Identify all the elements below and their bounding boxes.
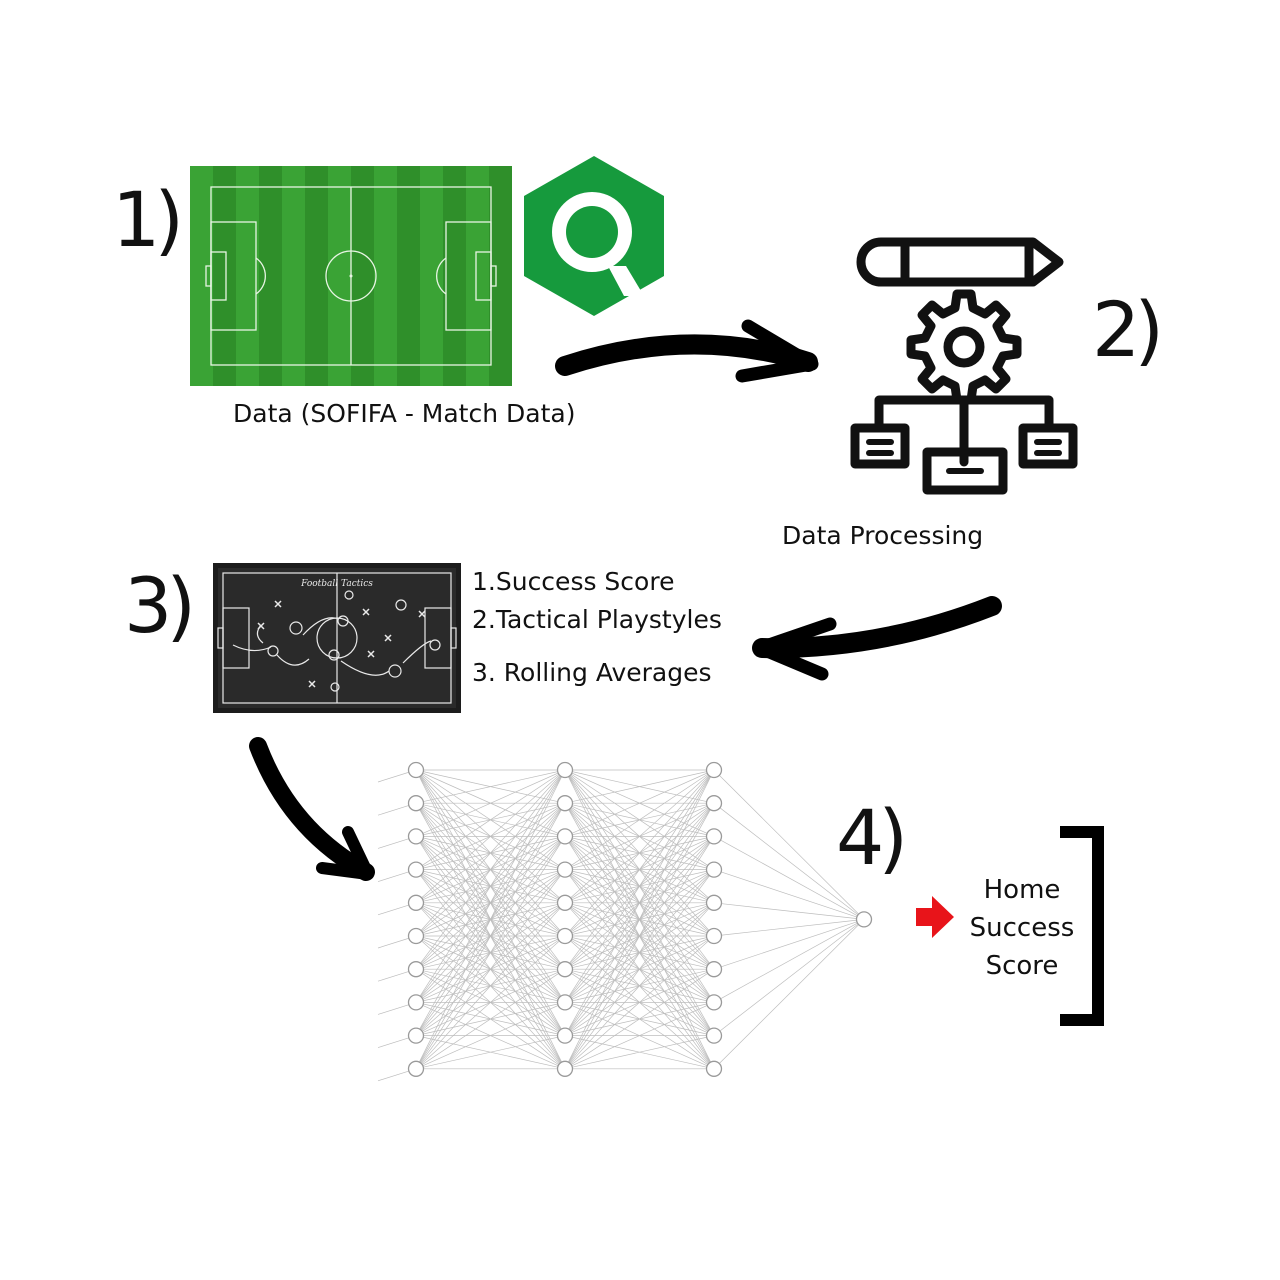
football-pitch-icon	[190, 166, 512, 386]
step-number-4: 4)	[836, 793, 908, 882]
output-bracket	[1060, 826, 1104, 1026]
network-node	[705, 761, 723, 779]
tactics-board-icon: Football Tactics	[213, 563, 461, 713]
output-line: Score	[985, 951, 1059, 981]
network-node	[556, 795, 574, 812]
feature-item: 2.Tactical Playstyles	[472, 605, 722, 634]
network-node	[407, 761, 425, 779]
network-node	[705, 894, 723, 911]
network-node	[556, 861, 574, 878]
arrow-step1-to-step2	[555, 319, 819, 383]
chalkboard-title: Football Tactics	[300, 579, 373, 589]
network-node	[705, 961, 723, 978]
output-node	[855, 911, 873, 928]
network-node	[407, 795, 425, 812]
data-processing-icon	[850, 237, 1078, 495]
network-node	[407, 828, 425, 845]
step-number-2: 2)	[1092, 285, 1164, 374]
network-node	[705, 795, 723, 812]
network-node	[705, 861, 723, 878]
network-node	[705, 1060, 723, 1077]
neural-network-icon	[377, 761, 873, 1082]
step2-caption: Data Processing	[782, 521, 984, 550]
red-arrow-icon	[916, 896, 954, 938]
network-node	[407, 994, 425, 1011]
network-node	[407, 961, 425, 978]
network-node	[407, 894, 425, 911]
feature-item: 1.Success Score	[472, 567, 675, 596]
network-node	[556, 994, 574, 1011]
output-line: Success	[969, 913, 1075, 943]
feature-item: 3. Rolling Averages	[472, 658, 712, 687]
step-number-3: 3)	[124, 561, 196, 650]
network-node	[556, 1060, 574, 1077]
network-node	[556, 894, 574, 911]
network-node	[407, 927, 425, 945]
network-node	[556, 761, 574, 779]
network-node	[407, 1027, 425, 1044]
arrow-step2-to-step3	[752, 596, 1002, 681]
network-node	[407, 1060, 425, 1077]
output-label: Home Success Score	[960, 871, 1084, 985]
arrow-step3-to-step4	[249, 737, 375, 881]
step1-caption: Data (SOFIFA - Match Data)	[233, 399, 576, 428]
network-node	[556, 961, 574, 978]
network-node	[556, 828, 574, 845]
step-number-1: 1)	[112, 175, 184, 264]
network-node	[407, 861, 425, 878]
network-node	[705, 1027, 723, 1044]
search-hex-logo-icon	[524, 156, 664, 316]
network-connections	[377, 769, 865, 1082]
output-line: Home	[983, 875, 1061, 905]
network-node	[705, 927, 723, 945]
network-node	[705, 828, 723, 845]
network-node	[556, 1027, 574, 1044]
network-node	[705, 994, 723, 1011]
network-node	[556, 927, 574, 945]
